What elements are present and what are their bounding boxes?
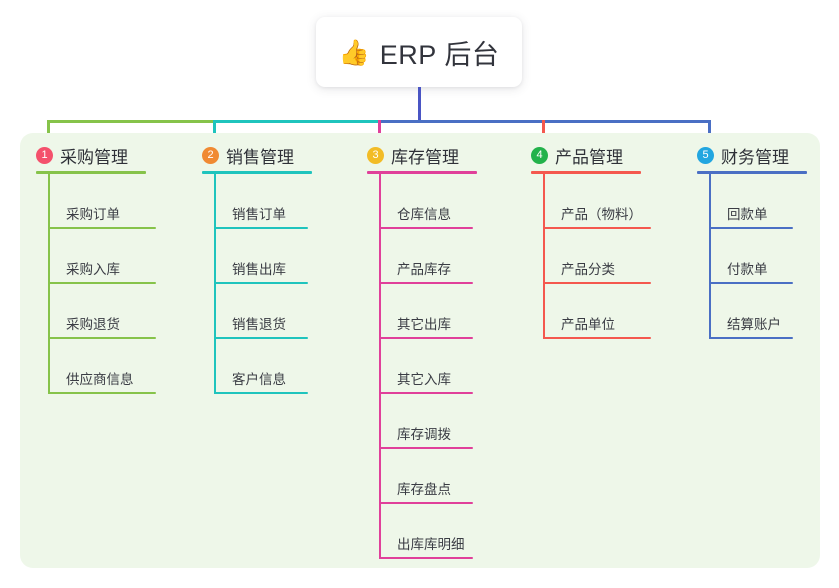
bus-segment-2 xyxy=(213,120,381,123)
root-node[interactable]: 👍 ERP 后台 xyxy=(316,17,522,87)
leaf-item-rule xyxy=(379,502,473,504)
leaf-item[interactable]: 其它出库 xyxy=(379,305,473,339)
leaf-item-rule xyxy=(214,227,308,229)
branch-header-rule xyxy=(36,171,146,174)
branch-header-5[interactable]: 5 财务管理 xyxy=(697,143,789,168)
leaf-item[interactable]: 其它入库 xyxy=(379,360,473,394)
leaf-item-label: 其它入库 xyxy=(397,372,451,387)
branch-number-badge: 3 xyxy=(367,147,384,164)
bus-segment-4 xyxy=(542,120,711,123)
branch-header-rule xyxy=(202,171,312,174)
leaf-item[interactable]: 销售出库 xyxy=(214,250,308,284)
branch-title: 财务管理 xyxy=(721,148,789,167)
leaf-item-rule xyxy=(709,227,793,229)
leaf-item[interactable]: 产品单位 xyxy=(543,305,651,339)
leaf-item-label: 出库库明细 xyxy=(397,537,465,552)
branch-header-1[interactable]: 1 采购管理 xyxy=(36,143,128,168)
leaf-item[interactable]: 付款单 xyxy=(709,250,793,284)
root-stem-connector xyxy=(418,87,421,123)
branch-header-rule xyxy=(697,171,807,174)
leaf-item[interactable]: 结算账户 xyxy=(709,305,793,339)
leaf-item[interactable]: 库存盘点 xyxy=(379,470,473,504)
branch-number-badge: 1 xyxy=(36,147,53,164)
leaf-item-label: 回款单 xyxy=(727,207,768,222)
leaf-item-rule xyxy=(214,392,308,394)
leaf-item-label: 采购退货 xyxy=(66,317,120,332)
leaf-item-label: 销售出库 xyxy=(232,262,286,277)
leaf-item-label: 产品单位 xyxy=(561,317,615,332)
leaf-item[interactable]: 出库库明细 xyxy=(379,525,473,559)
leaf-item-label: 产品（物料） xyxy=(561,207,642,222)
branches-panel xyxy=(20,133,820,568)
thumbs-up-icon: 👍 xyxy=(338,37,370,67)
leaf-item-rule xyxy=(48,337,156,339)
leaf-item-label: 付款单 xyxy=(727,262,768,277)
branch-header-4[interactable]: 4 产品管理 xyxy=(531,143,623,168)
branch-title: 采购管理 xyxy=(60,148,128,167)
leaf-item-rule xyxy=(379,392,473,394)
leaf-item-label: 采购入库 xyxy=(66,262,120,277)
leaf-item[interactable]: 供应商信息 xyxy=(48,360,156,394)
branch-header-2[interactable]: 2 销售管理 xyxy=(202,143,294,168)
branch-number-badge: 2 xyxy=(202,147,219,164)
leaf-item[interactable]: 产品库存 xyxy=(379,250,473,284)
leaf-item-rule xyxy=(543,227,651,229)
leaf-item-label: 客户信息 xyxy=(232,372,286,387)
leaf-item[interactable]: 回款单 xyxy=(709,195,793,229)
leaf-item-label: 结算账户 xyxy=(727,317,781,332)
root-title: ERP 后台 xyxy=(379,39,500,70)
leaf-item[interactable]: 库存调拨 xyxy=(379,415,473,449)
leaf-item-rule xyxy=(214,282,308,284)
leaf-item[interactable]: 仓库信息 xyxy=(379,195,473,229)
branch-spine xyxy=(379,173,381,559)
bus-segment-3 xyxy=(378,120,545,123)
branch-spine xyxy=(709,173,711,339)
branch-header-rule xyxy=(367,171,477,174)
leaf-item-rule xyxy=(48,227,156,229)
leaf-item[interactable]: 产品（物料） xyxy=(543,195,651,229)
leaf-item[interactable]: 产品分类 xyxy=(543,250,651,284)
leaf-item-label: 供应商信息 xyxy=(66,372,134,387)
leaf-item[interactable]: 销售退货 xyxy=(214,305,308,339)
leaf-item-label: 销售订单 xyxy=(232,207,286,222)
leaf-item-label: 库存调拨 xyxy=(397,427,451,442)
leaf-item-rule xyxy=(48,282,156,284)
leaf-item-label: 仓库信息 xyxy=(397,207,451,222)
branch-title: 销售管理 xyxy=(226,148,294,167)
leaf-item-rule xyxy=(379,282,473,284)
leaf-item-label: 采购订单 xyxy=(66,207,120,222)
branch-number-badge: 5 xyxy=(697,147,714,164)
branch-title: 库存管理 xyxy=(391,148,459,167)
leaf-item-label: 产品分类 xyxy=(561,262,615,277)
leaf-item-rule xyxy=(379,557,473,559)
leaf-item-rule xyxy=(214,337,308,339)
leaf-item[interactable]: 销售订单 xyxy=(214,195,308,229)
leaf-item-rule xyxy=(709,337,793,339)
leaf-item-label: 产品库存 xyxy=(397,262,451,277)
leaf-item-rule xyxy=(543,337,651,339)
branch-header-rule xyxy=(531,171,641,174)
branch-number-badge: 4 xyxy=(531,147,548,164)
branch-header-3[interactable]: 3 库存管理 xyxy=(367,143,459,168)
leaf-item-label: 其它出库 xyxy=(397,317,451,332)
leaf-item-rule xyxy=(48,392,156,394)
leaf-item-rule xyxy=(379,447,473,449)
leaf-item-rule xyxy=(379,337,473,339)
leaf-item[interactable]: 采购退货 xyxy=(48,305,156,339)
leaf-item[interactable]: 采购入库 xyxy=(48,250,156,284)
branch-spine xyxy=(543,173,545,339)
leaf-item[interactable]: 采购订单 xyxy=(48,195,156,229)
leaf-item-rule xyxy=(543,282,651,284)
leaf-item-label: 销售退货 xyxy=(232,317,286,332)
bus-segment-1 xyxy=(47,120,216,123)
branch-title: 产品管理 xyxy=(555,148,623,167)
root-node-content: 👍 ERP 后台 xyxy=(339,33,500,72)
leaf-item[interactable]: 客户信息 xyxy=(214,360,308,394)
leaf-item-rule xyxy=(709,282,793,284)
leaf-item-label: 库存盘点 xyxy=(397,482,451,497)
leaf-item-rule xyxy=(379,227,473,229)
